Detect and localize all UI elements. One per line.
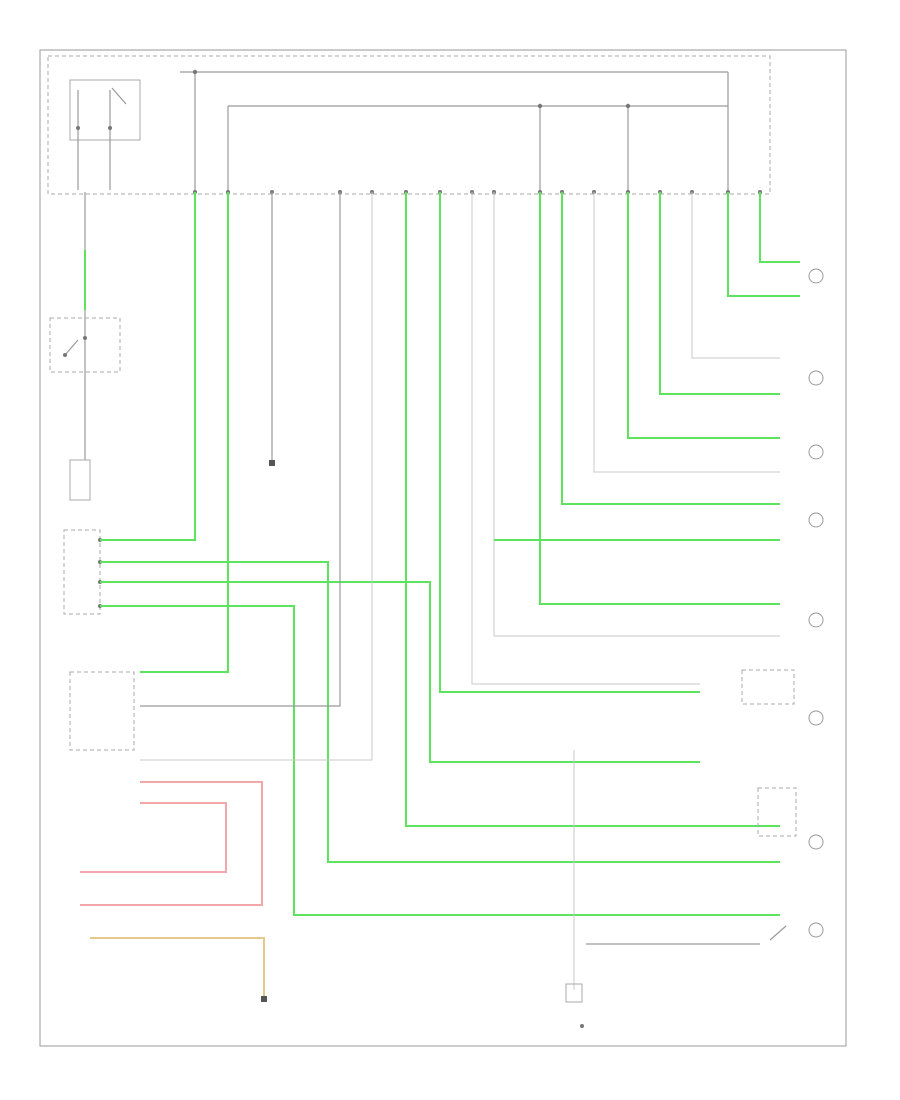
meter-box xyxy=(69,671,135,751)
light-control-switch xyxy=(49,317,121,373)
wire-v-660 xyxy=(659,192,780,395)
wire-v-472 xyxy=(471,192,700,685)
wire-v-562 xyxy=(561,192,780,505)
ground-symbol-2 xyxy=(269,460,275,466)
connector-pins xyxy=(193,190,762,194)
diagram-frame xyxy=(39,49,847,1047)
bottom-connector xyxy=(565,983,584,1028)
wire-v-760 xyxy=(759,192,800,263)
wire-gray-1 xyxy=(140,192,341,707)
wire-v-494 xyxy=(493,192,780,637)
wire-yellow xyxy=(90,937,265,1000)
wire-red-1 xyxy=(80,781,263,906)
tail-relay xyxy=(69,79,141,190)
wire-g3 xyxy=(100,581,700,763)
wire-v-594 xyxy=(593,192,780,473)
wire-g5 xyxy=(140,192,229,673)
left-connector xyxy=(63,459,102,615)
junction-box xyxy=(47,55,771,195)
wire-red-2 xyxy=(80,802,227,873)
wire-v-440 xyxy=(439,192,700,693)
wire-g2 xyxy=(100,561,780,863)
wire-v-540 xyxy=(539,192,780,605)
wire-gray-2 xyxy=(140,192,373,761)
wire-v-628 xyxy=(627,192,780,439)
ground-symbol xyxy=(261,996,267,1002)
wire-g1 xyxy=(100,192,196,541)
wire-v-728 xyxy=(727,192,800,297)
right-components xyxy=(741,268,824,941)
wire-v-406 xyxy=(405,192,780,827)
wire-v-692 xyxy=(691,192,780,359)
